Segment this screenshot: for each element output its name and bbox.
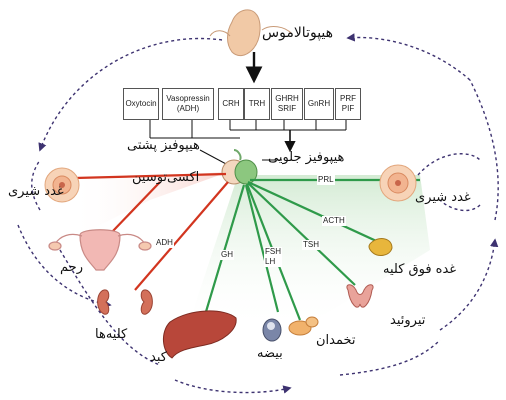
label-kidneys: کلیه‌ها xyxy=(95,327,128,342)
thyroid-illustration xyxy=(346,284,374,308)
red-hormone-lines xyxy=(74,172,229,291)
label-liver: کبد xyxy=(150,350,167,365)
testis-illustration xyxy=(262,318,282,342)
hormone-box-oxytocin: Oxytocin xyxy=(123,88,159,120)
label-oxytocin: اکسی‌توسین xyxy=(132,170,200,185)
feedback-loops xyxy=(17,33,499,394)
hormone-label-tsh: TSH xyxy=(302,240,320,250)
kidneys-illustration xyxy=(97,289,153,315)
uterus-illustration xyxy=(48,229,152,271)
label-testis: بیضه xyxy=(257,346,283,361)
red-beam xyxy=(70,172,228,240)
hormone-label-fsh-lh: FSH LH xyxy=(264,247,282,267)
label-mammary-right: غدد شیری xyxy=(415,190,471,205)
hormone-label-acth: ACTH xyxy=(322,216,346,226)
hormone-box-gnrh: GnRH xyxy=(304,88,334,120)
label-thyroid: تیروئید xyxy=(390,313,426,328)
label-ovary: تخمدان xyxy=(316,333,356,348)
mammary-gland-right xyxy=(379,164,417,202)
hormone-box-ghrh-srif: GHRH SRIF xyxy=(271,88,303,120)
adrenal-illustration xyxy=(368,238,393,256)
box-bracket xyxy=(149,120,347,139)
hormone-box-prf-pif: PRF PIF xyxy=(335,88,361,120)
liver-illustration xyxy=(163,310,237,359)
hormone-label-gh: GH xyxy=(220,250,234,260)
ovary-illustration xyxy=(288,316,319,336)
label-hypothalamus: هیپوتالاموس xyxy=(262,25,334,41)
label-posterior-pituitary: هیپوفیز پشتی xyxy=(127,138,200,153)
hormone-box-trh: TRH xyxy=(244,88,270,120)
hormone-box-crh: CRH xyxy=(218,88,244,120)
hormone-label-adh: ADH xyxy=(155,238,174,248)
label-adrenal: غده فوق کلیه xyxy=(383,262,457,277)
pituitary-illustration xyxy=(221,149,258,185)
label-anterior-pituitary: هیپوفیز جلویی xyxy=(268,150,345,165)
mammary-gland-left xyxy=(44,167,80,203)
label-mammary-left: غدد شیری xyxy=(8,184,64,199)
green-beam xyxy=(190,175,430,330)
hormone-box-vasopressin: Vasopressin (ADH) xyxy=(162,88,214,120)
label-uterus: رحم xyxy=(60,260,83,275)
hypothalamus-illustration xyxy=(209,9,293,57)
hormone-label-prl: PRL xyxy=(317,175,335,185)
